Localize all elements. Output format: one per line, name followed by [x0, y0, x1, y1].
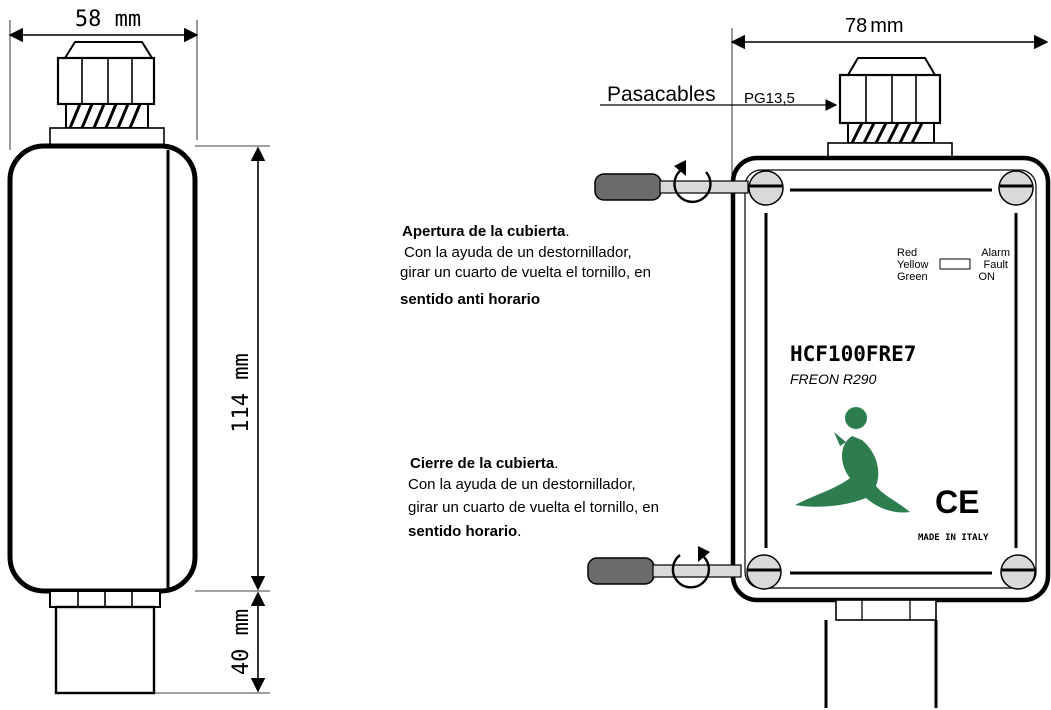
led-label-fault: Fault — [984, 259, 1008, 271]
opening-line3: sentido anti horario — [400, 291, 540, 308]
cable-gland-spec: PG13,5 — [744, 90, 795, 107]
closing-line3: sentido horario. — [408, 523, 521, 540]
led-label-red: Red — [897, 247, 917, 259]
side-height-label: 114 mm — [229, 353, 254, 432]
screwdriver-shaft — [652, 564, 742, 578]
side-view: 58 mm 114 mm 40 mm — [7, 7, 270, 695]
led-label-alarm: Alarm — [981, 247, 1010, 259]
side-cable-gland — [49, 41, 165, 147]
side-sensor-head — [49, 590, 161, 695]
opening-instructions: Apertura de la cubierta. Con la ayuda de… — [400, 223, 651, 308]
led-label-yellow: Yellow — [897, 259, 928, 271]
seal-logo — [795, 407, 910, 513]
enclosure-outer — [730, 155, 1051, 603]
closing-line2: girar un cuarto de vuelta el tornillo, e… — [408, 499, 659, 516]
opening-title: Apertura de la cubierta. — [402, 223, 570, 240]
front-sensor-head — [824, 599, 938, 708]
clockwise-arrow-icon — [671, 554, 711, 589]
led-label-on: ON — [979, 271, 996, 283]
screw-top-left — [748, 170, 784, 206]
led-label-green: Green — [897, 271, 928, 283]
front-cable-gland — [827, 57, 953, 160]
led-legend: Red Yellow Green Alarm Fault ON — [897, 247, 1010, 283]
closing-title: Cierre de la cubierta. — [410, 455, 558, 472]
cable-gland-label: Pasacables — [607, 83, 716, 106]
screwdriver-bottom — [587, 546, 742, 589]
screwdriver-handle — [587, 557, 655, 585]
screwdriver-top — [594, 160, 749, 204]
ce-mark: CE — [935, 484, 979, 520]
closing-instructions: Cierre de la cubierta. Con la ayuda de u… — [408, 455, 659, 540]
led-window — [939, 258, 971, 270]
opening-line2: girar un cuarto de vuelta el tornillo, e… — [400, 264, 651, 281]
screwdriver-handle — [594, 173, 662, 201]
product-model: HCF100FRE7 — [790, 342, 916, 366]
side-width-label: 58 mm — [75, 7, 141, 32]
enclosure-lid-edge — [744, 169, 1037, 589]
counterclockwise-arrow-icon — [673, 169, 712, 204]
screw-top-right — [998, 170, 1034, 206]
opening-line1: Con la ayuda de un destornillador, — [404, 244, 632, 261]
screw-bottom-right — [1000, 554, 1036, 590]
made-in-italy: MADE IN ITALY — [918, 533, 989, 543]
side-bottom-label: 40 mm — [229, 609, 254, 675]
screwdriver-shaft — [659, 180, 749, 194]
closing-line1: Con la ayuda de un destornillador, — [408, 476, 636, 493]
product-gas: FREON R290 — [790, 371, 877, 387]
screw-bottom-left — [746, 554, 782, 590]
